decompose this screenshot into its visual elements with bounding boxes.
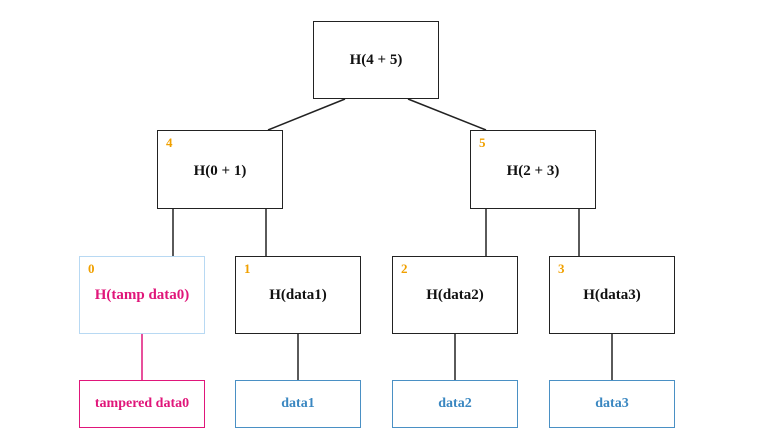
data-block-0: tampered data0	[79, 380, 205, 428]
data-block-1: data1	[235, 380, 361, 428]
leaf-node-3: 3 H(data3)	[549, 256, 675, 334]
edge-root-to-node5	[407, 98, 487, 131]
leaf-node-0-index: 0	[88, 261, 95, 276]
leaf-node-1-label: H(data1)	[269, 287, 327, 303]
node-5-index: 5	[479, 135, 486, 150]
node-4-label: H(0 + 1)	[193, 163, 247, 179]
data-block-2-label: data2	[438, 396, 472, 411]
leaf-node-3-label: H(data3)	[583, 287, 641, 303]
leaf-node-2: 2 H(data2)	[392, 256, 518, 334]
data-block-1-label: data1	[281, 396, 315, 411]
leaf-node-2-index: 2	[401, 261, 408, 276]
leaf-node-0-label: H(tamp data0)	[94, 287, 190, 303]
data-block-3-label: data3	[595, 396, 629, 411]
leaf-node-1-index: 1	[244, 261, 251, 276]
root-node: H(4 + 5)	[313, 21, 439, 99]
root-node-label: H(4 + 5)	[349, 52, 403, 68]
node-4-index: 4	[166, 135, 173, 150]
data-block-2: data2	[392, 380, 518, 428]
node-5: 5 H(2 + 3)	[470, 130, 596, 209]
leaf-node-3-index: 3	[558, 261, 565, 276]
node-4: 4 H(0 + 1)	[157, 130, 283, 209]
data-block-3: data3	[549, 380, 675, 428]
leaf-node-0: 0 H(tamp data0)	[79, 256, 205, 334]
edge-root-to-node4	[267, 98, 346, 131]
data-block-0-label: tampered data0	[94, 396, 190, 411]
leaf-node-1: 1 H(data1)	[235, 256, 361, 334]
node-5-label: H(2 + 3)	[506, 163, 560, 179]
leaf-node-2-label: H(data2)	[426, 287, 484, 303]
